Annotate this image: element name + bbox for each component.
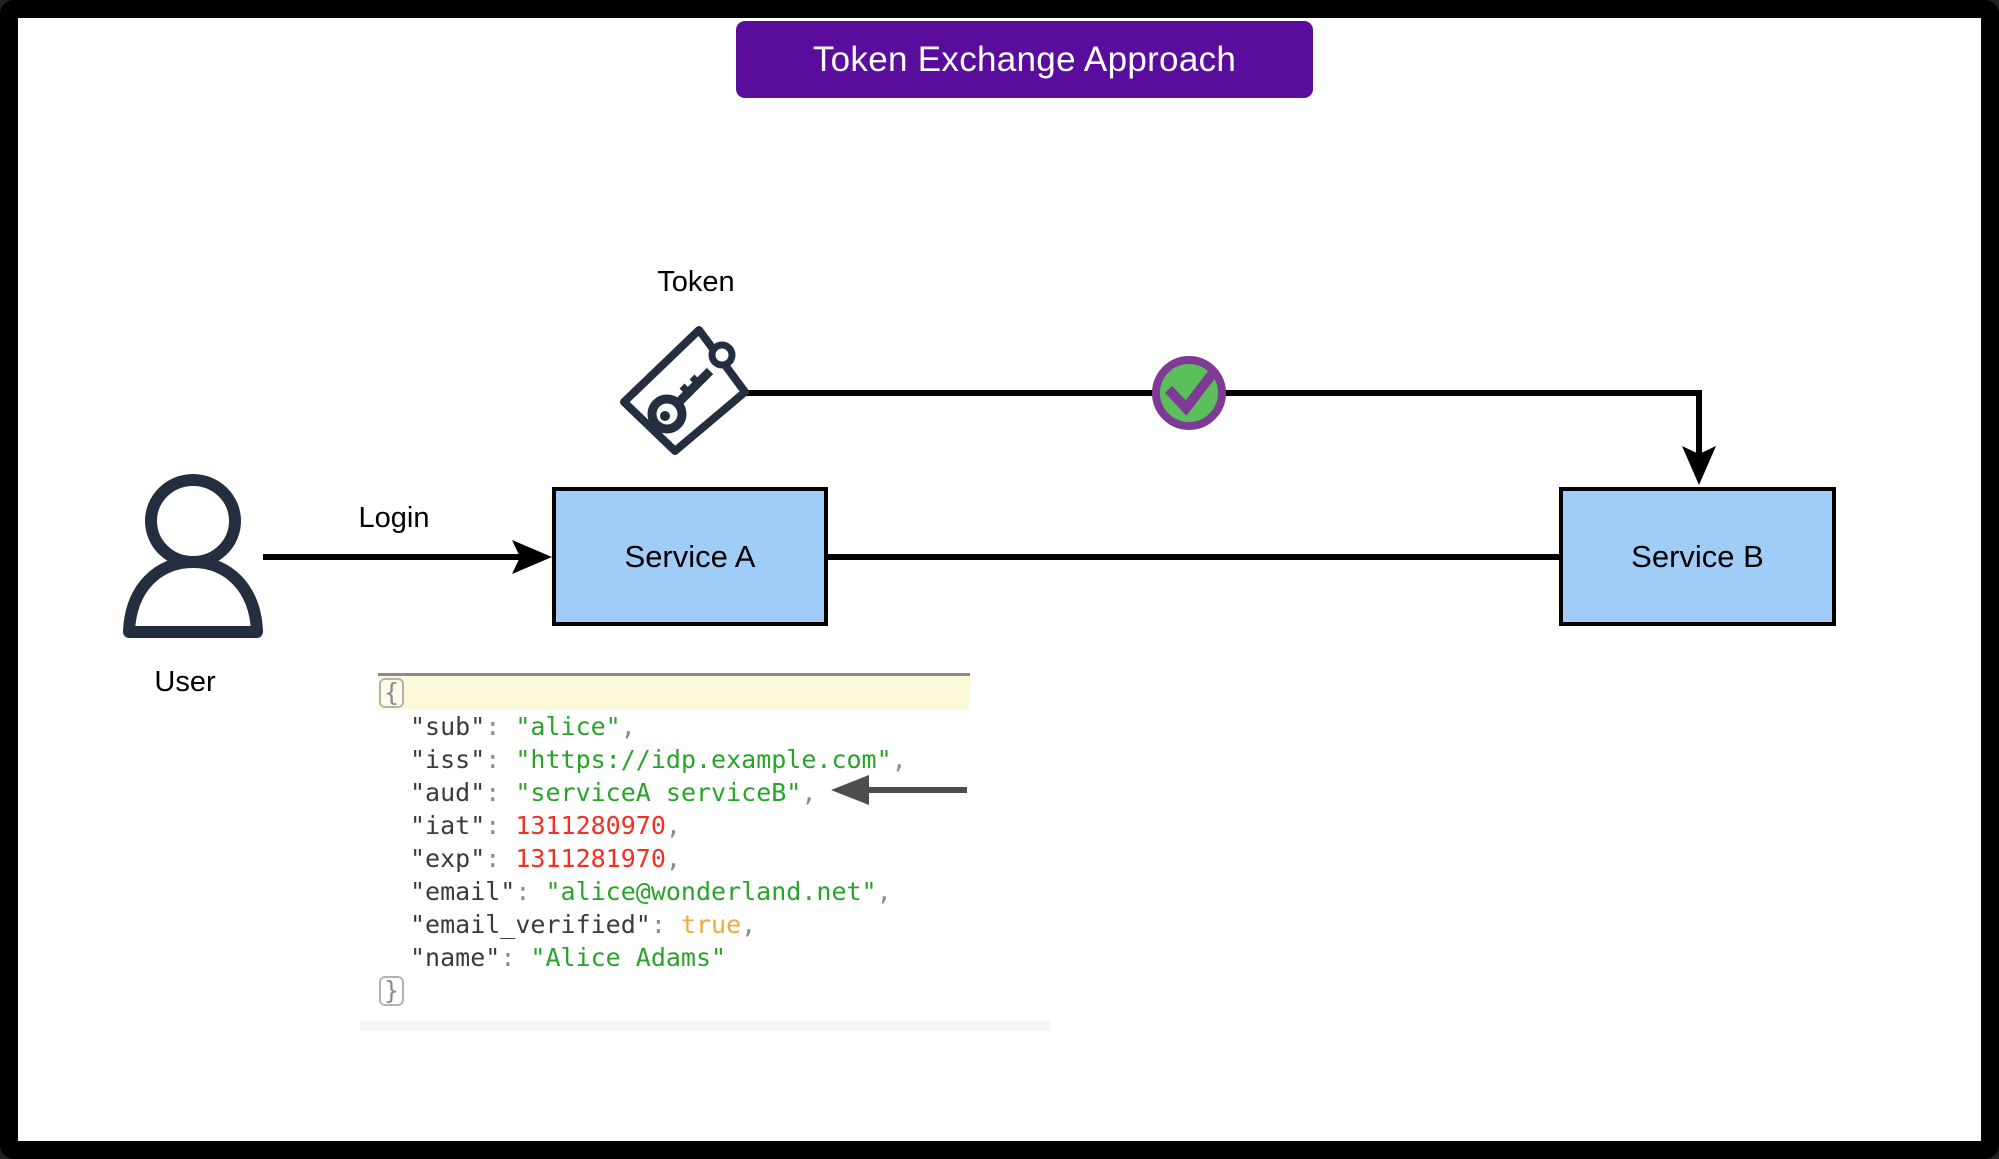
user-label: User	[154, 666, 216, 698]
code-line-name: "name": "Alice Adams"	[410, 943, 727, 972]
close-brace: }	[379, 976, 405, 1006]
code-line-iss: "iss": "https://idp.example.com",	[410, 745, 907, 774]
code-block-bottom-edge	[360, 1021, 1050, 1031]
code-line-email-verified: "email_verified": true,	[410, 910, 757, 939]
code-highlighted-line: {	[378, 676, 970, 710]
open-brace: {	[379, 678, 405, 708]
service-a-node: Service A	[552, 487, 828, 626]
login-label: Login	[358, 502, 430, 534]
service-b-label: Service B	[1631, 538, 1764, 574]
token-label: Token	[657, 266, 735, 298]
jwt-claims-code-block: { "sub": "alice", "iss": "https://idp.ex…	[378, 673, 970, 1008]
service-b-node: Service B	[1559, 487, 1836, 626]
code-line-aud: "aud": "serviceA serviceB",	[410, 778, 817, 807]
code-line-email: "email": "alice@wonderland.net",	[410, 877, 892, 906]
service-a-label: Service A	[624, 538, 756, 574]
code-line-sub: "sub": "alice",	[410, 712, 636, 741]
code-line-iat: "iat": 1311280970,	[410, 811, 681, 840]
close-brace-line: }	[378, 974, 970, 1008]
code-line-exp: "exp": 1311281970,	[410, 844, 681, 873]
title-text: Token Exchange Approach	[812, 39, 1237, 79]
code-block-top-border	[378, 673, 970, 676]
title-banner: Token Exchange Approach	[736, 21, 1313, 98]
